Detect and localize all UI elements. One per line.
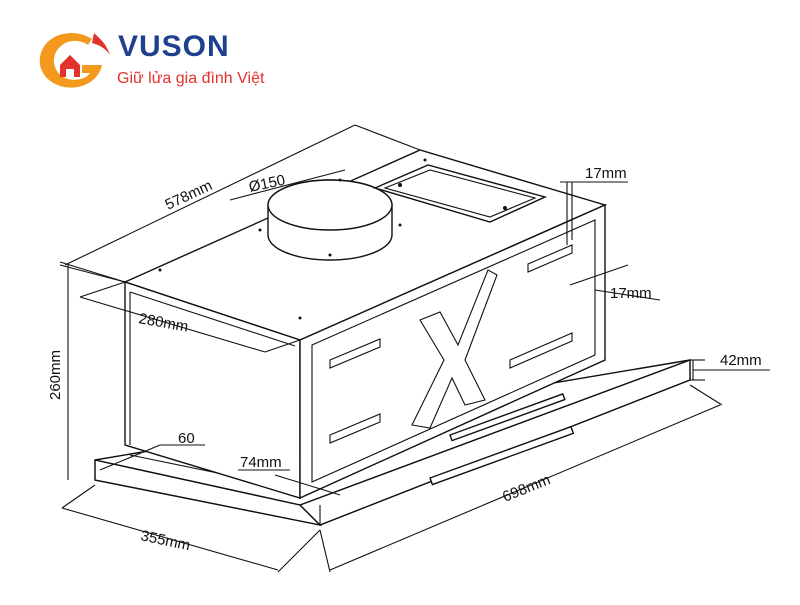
side-panel (311, 219, 596, 483)
dimension-lines (59, 124, 770, 573)
vuson-logo-icon (39, 33, 110, 88)
top-plate (372, 164, 548, 223)
dim-height: 260mm (47, 350, 64, 400)
dim-panel-offset-side: 17mm (610, 285, 652, 302)
dim-base-depth: 355mm (139, 527, 191, 554)
brand-name: VUSON (118, 30, 230, 63)
vent-slot (329, 413, 381, 444)
dim-panel-offset-top: 17mm (585, 165, 627, 182)
brand-logo (30, 25, 300, 95)
dim-width: 698mm (500, 471, 553, 506)
dim-depth-top: 578mm (163, 177, 216, 214)
brand-slogan: Giữ lửa gia đình Việt (117, 70, 265, 87)
vent-slot (509, 332, 573, 369)
hood-body (123, 149, 608, 500)
dim-trim-offset: 74mm (240, 454, 282, 471)
vent-slot (527, 244, 573, 273)
dim-trim-height: 42mm (720, 352, 762, 369)
dim-front-offset: 60 (178, 430, 195, 447)
trim-slot (449, 393, 566, 442)
vent-slot (329, 338, 381, 369)
x-mark (411, 269, 498, 429)
trim-slot (429, 425, 575, 486)
